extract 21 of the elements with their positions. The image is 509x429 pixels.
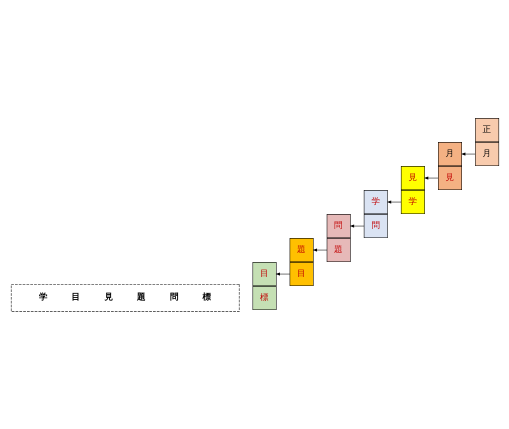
node-box: 標 [252, 286, 276, 310]
node-box: 正 [474, 118, 499, 142]
arrow [460, 152, 476, 156]
node-box: 題 [326, 238, 350, 262]
node-box: 問 [363, 214, 388, 238]
arrow [349, 224, 364, 228]
arrow [386, 200, 401, 204]
node-box: 学 [363, 190, 388, 214]
node-box: 見 [400, 166, 424, 190]
arrow [275, 272, 290, 276]
arrow [312, 248, 327, 252]
arrow [423, 176, 438, 180]
node-box: 学 目 見 題 問 標 [10, 284, 239, 312]
node-box: 目 [289, 262, 314, 286]
node-box: 目 [252, 262, 276, 286]
node-box: 題 [289, 238, 314, 262]
node-box: 月 [474, 142, 499, 166]
node-box: 見 [438, 166, 462, 190]
node-box: 月 [438, 142, 462, 166]
node-box: 学 [400, 190, 424, 214]
node-box: 問 [326, 214, 350, 238]
